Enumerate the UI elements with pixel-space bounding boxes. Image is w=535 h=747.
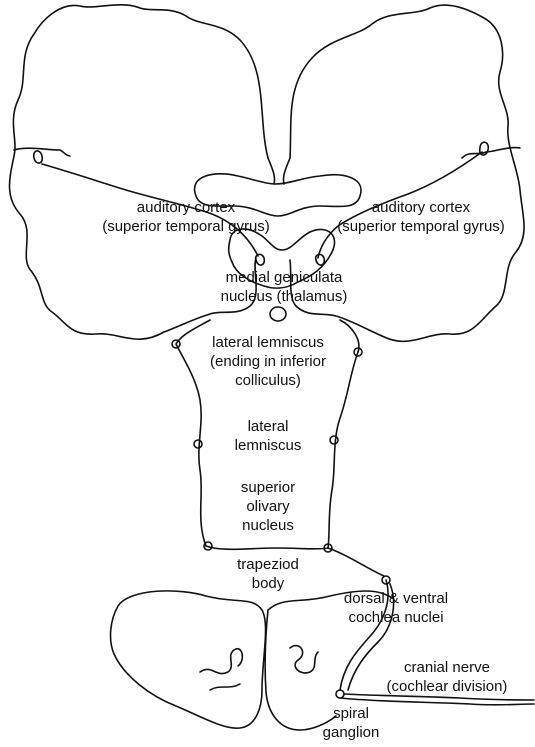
label-auditory-cortex-left: auditory cortex (superior temporal gyrus…	[86, 198, 286, 236]
label-cranial-nerve: cranial nerve (cochlear division)	[368, 658, 526, 696]
lateral-lemniscus-node-right	[330, 436, 338, 444]
label-lateral-lemniscus-mid: lateral lemniscus	[222, 417, 314, 455]
right-mgn-marker	[316, 254, 325, 265]
brainstem-bottom	[206, 546, 328, 549]
interhemispheric-fissure-right	[283, 158, 290, 184]
trapezoid-crossing	[328, 548, 384, 576]
right-folia-detail	[290, 646, 318, 673]
thalamus-ventricle	[270, 307, 286, 321]
left-folia-detail	[200, 649, 242, 690]
left-auditory-cortex-marker	[34, 151, 43, 163]
label-trapezoid-body: trapeziod body	[222, 555, 314, 593]
label-spiral-ganglion: spiral ganglion	[316, 704, 386, 742]
left-mgn-marker	[256, 254, 265, 265]
label-auditory-cortex-right: auditory cortex (superior temporal gyrus…	[318, 198, 524, 236]
lateral-lemniscus-node	[194, 440, 202, 448]
spiral-ganglion-marker	[336, 690, 344, 698]
label-cochlear-nuclei: dorsal & ventral cochlea nuclei	[328, 589, 464, 627]
label-superior-olivary: superior olivary nucleus	[222, 478, 314, 535]
interhemispheric-fissure	[268, 158, 275, 184]
label-lateral-lemniscus-upper: lateral lemniscus (ending in inferior co…	[190, 333, 346, 390]
label-medial-geniculate: medial geniculata nucleus (thalamus)	[196, 268, 372, 306]
